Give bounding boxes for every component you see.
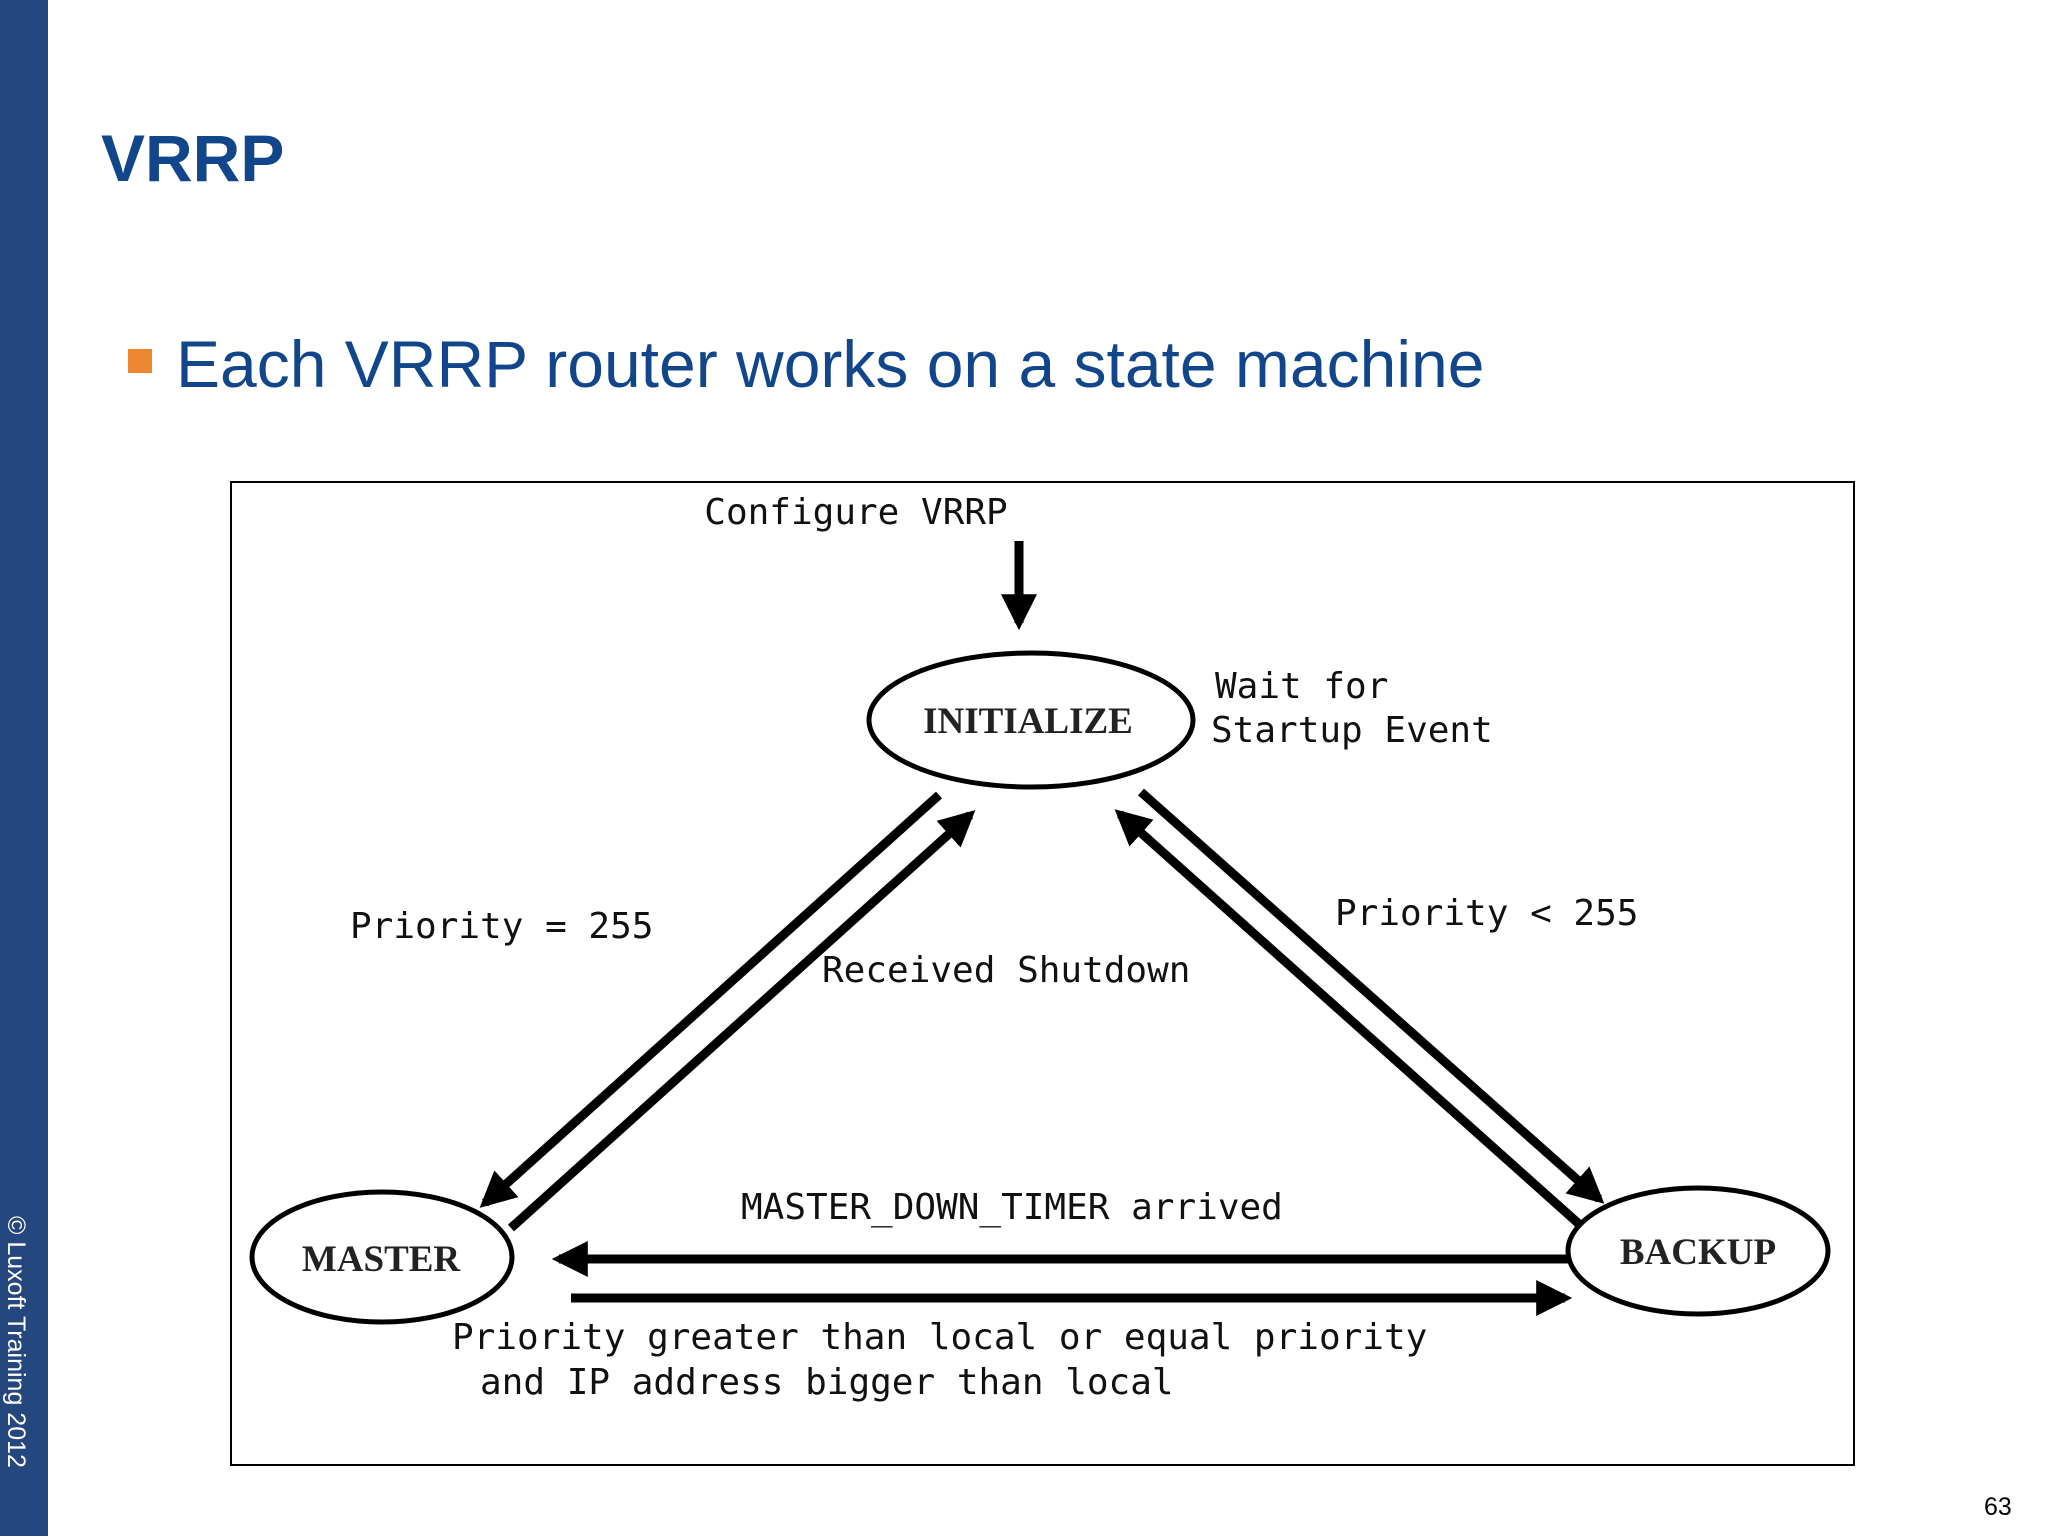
configure-vrrp-label: Configure VRRP — [704, 492, 1007, 533]
backup-state: BACKUP — [1565, 1185, 1831, 1317]
page-number: 63 — [1984, 1493, 2012, 1521]
master-ellipse — [249, 1189, 515, 1325]
arrow-master-to-initialize — [507, 810, 976, 1232]
priority-less-label: Priority < 255 — [1335, 893, 1638, 934]
received-shutdown-label: Received Shutdown — [822, 950, 1190, 991]
initialize-label: INITIALIZE — [923, 701, 1133, 742]
priority-equal-label: Priority = 255 — [350, 906, 653, 947]
master-down-timer-label: MASTER_DOWN_TIMER arrived — [741, 1187, 1283, 1228]
arrow-initialize-to-backup — [1138, 788, 1605, 1204]
sidebar-bar: © Luxoft Training 2012 — [0, 0, 48, 1536]
backup-label: BACKUP — [1620, 1232, 1776, 1273]
master-state: MASTER — [249, 1189, 515, 1325]
state-diagram-canvas: Configure VRRP INITIALIZE Wait for Start… — [249, 492, 1831, 1403]
wait-for-label: Wait for — [1215, 666, 1388, 707]
initialize-ellipse — [866, 650, 1196, 790]
priority-greater-label-line1: Priority greater than local or equal pri… — [452, 1317, 1427, 1358]
bullet-marker — [128, 349, 152, 373]
copyright-text: © Luxoft Training 2012 — [2, 1216, 30, 1468]
state-diagram: Configure VRRP INITIALIZE Wait for Start… — [230, 481, 1855, 1466]
priority-greater-label-line2: and IP address bigger than local — [480, 1362, 1174, 1403]
arrow-initialize-to-master — [479, 791, 943, 1208]
arrow-backup-to-initialize — [1114, 809, 1582, 1228]
initialize-state: INITIALIZE — [866, 650, 1196, 790]
bullet-text: Each VRRP router works on a state machin… — [176, 327, 1485, 401]
backup-ellipse — [1565, 1185, 1831, 1317]
startup-event-label: Startup Event — [1211, 710, 1493, 751]
master-label: MASTER — [302, 1239, 462, 1280]
slide-title: VRRP — [101, 121, 285, 195]
